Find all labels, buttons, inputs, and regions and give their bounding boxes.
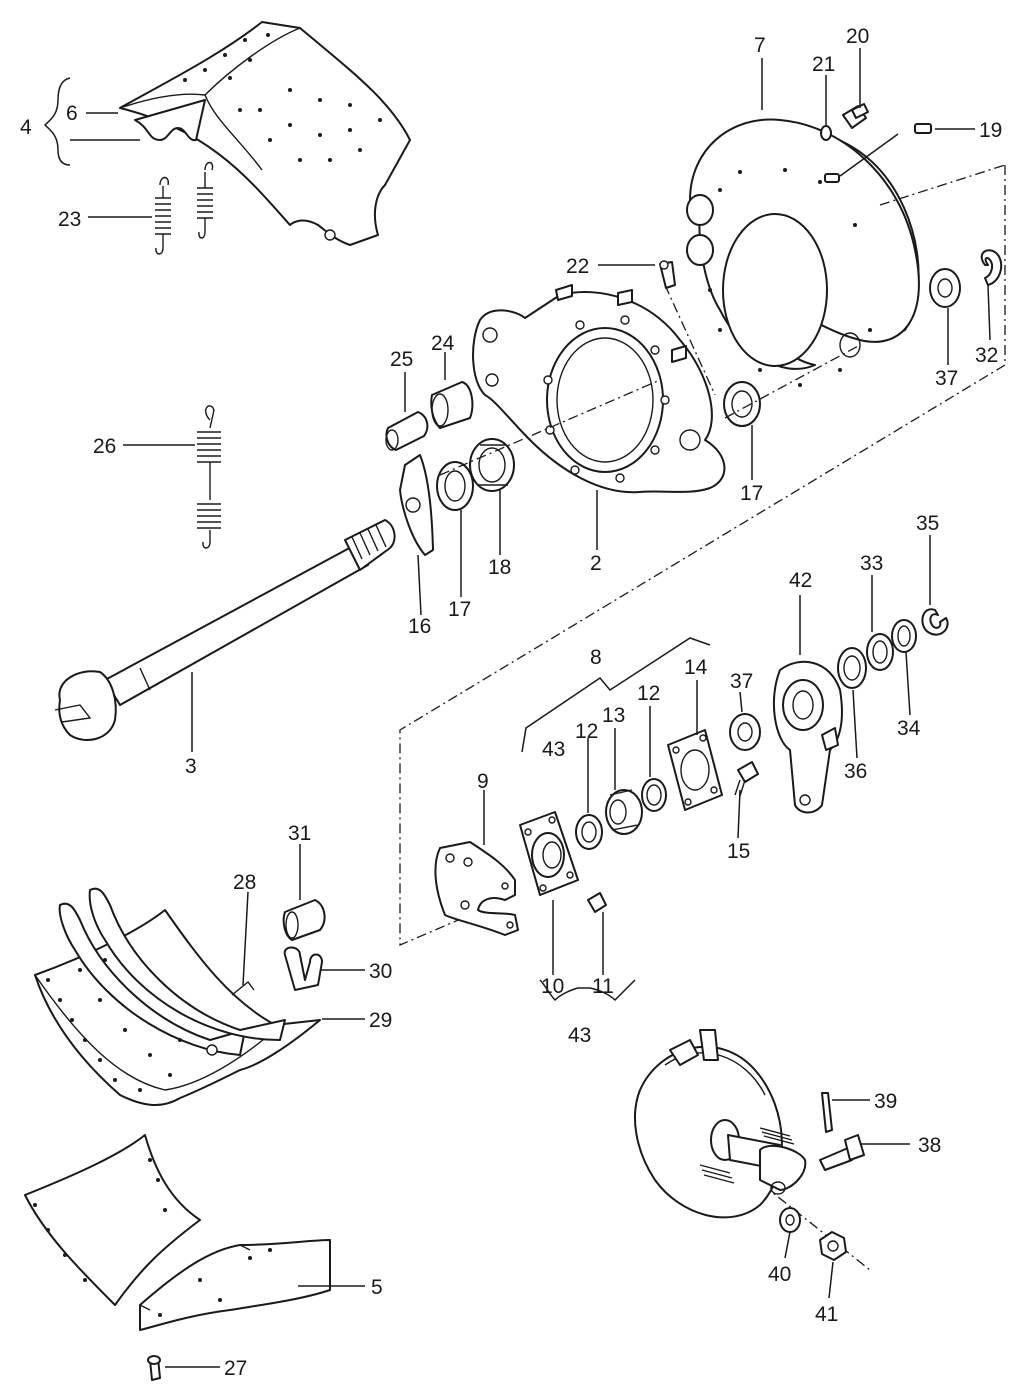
screw-15 <box>734 761 759 797</box>
callout-35: 35 <box>916 512 939 535</box>
callout-26: 26 <box>93 435 116 458</box>
callout-8: 8 <box>590 646 602 669</box>
washer-36 <box>837 647 867 689</box>
housing-10 <box>519 811 579 896</box>
callout-7: 7 <box>754 34 766 57</box>
washer-37-top <box>929 268 961 308</box>
washer-34 <box>891 619 917 653</box>
callout-34: 34 <box>897 717 921 740</box>
callout-3: 3 <box>185 755 197 778</box>
long-spring <box>197 405 221 549</box>
callout-5: 5 <box>371 1276 383 1299</box>
callout-2: 2 <box>590 552 602 575</box>
callout-23: 23 <box>58 208 81 231</box>
callout-37-lower: 37 <box>730 670 753 693</box>
callout-14: 14 <box>684 656 708 679</box>
callout-4: 4 <box>20 116 32 139</box>
washer-33 <box>866 633 894 671</box>
seal-17-left <box>436 461 474 511</box>
leader-lines <box>43 48 991 1368</box>
washer-40 <box>779 1207 801 1233</box>
callout-32: 32 <box>975 344 998 367</box>
gasket-14 <box>667 729 723 811</box>
bushing-18 <box>469 438 515 492</box>
callout-22: 22 <box>566 255 589 278</box>
callout-16: 16 <box>408 615 431 638</box>
callout-27: 27 <box>224 1357 247 1380</box>
callout-24: 24 <box>431 332 455 355</box>
oring-12-right <box>641 778 667 812</box>
callout-36: 36 <box>844 760 867 783</box>
camshaft <box>54 519 396 741</box>
screw-11 <box>587 892 607 913</box>
callout-21: 21 <box>812 53 835 76</box>
slack-adjuster <box>773 660 843 814</box>
callout-17-right: 17 <box>740 482 763 505</box>
dust-shield <box>686 118 920 387</box>
anchor-plate-16 <box>399 454 434 556</box>
nut-41 <box>819 1231 847 1261</box>
callout-37-top: 37 <box>935 367 958 390</box>
callout-18: 18 <box>488 556 511 579</box>
callout-25: 25 <box>390 348 413 371</box>
callout-9: 9 <box>477 770 489 793</box>
grease-fitting-22 <box>659 260 676 289</box>
oring-12-left <box>575 814 603 850</box>
callout-30: 30 <box>369 960 392 983</box>
pin-39 <box>821 1092 833 1133</box>
bolt-38 <box>819 1134 865 1171</box>
seal-17-right <box>723 381 761 427</box>
callout-20: 20 <box>846 25 869 48</box>
callout-29: 29 <box>369 1009 392 1032</box>
callout-41: 41 <box>815 1303 838 1326</box>
callout-10: 10 <box>541 975 564 998</box>
callout-38: 38 <box>918 1134 941 1157</box>
callout-43-top: 43 <box>542 738 565 761</box>
callout-12-left: 12 <box>575 720 598 743</box>
callout-33: 33 <box>860 552 883 575</box>
clip-30 <box>283 946 323 991</box>
callout-19: 19 <box>979 119 1002 142</box>
washer-37-lower <box>729 713 761 751</box>
callout-42: 42 <box>789 569 812 592</box>
bushing-24 <box>430 381 474 429</box>
callout-31: 31 <box>288 822 311 845</box>
circlip-32 <box>980 249 1003 286</box>
brake-chamber <box>634 1029 807 1219</box>
callout-12-right: 12 <box>637 682 660 705</box>
small-springs <box>155 161 214 255</box>
callout-43-bottom: 43 <box>568 1024 591 1047</box>
bracket-9 <box>434 841 519 936</box>
brake-shoe-bottom <box>34 887 321 1106</box>
callout-labels: 4 6 23 26 3 7 20 21 19 22 24 25 16 17 18… <box>20 25 1002 1380</box>
callout-15: 15 <box>727 840 750 863</box>
callout-11: 11 <box>592 975 614 998</box>
washer-21 <box>820 125 832 141</box>
circlip-35 <box>921 608 949 636</box>
bushing-13 <box>605 789 643 835</box>
spring-clip-28 <box>231 980 255 996</box>
plug-19 <box>824 123 932 183</box>
rivet-27 <box>147 1355 161 1381</box>
callout-40: 40 <box>768 1263 791 1286</box>
callout-13: 13 <box>602 704 625 727</box>
callout-6: 6 <box>66 102 78 125</box>
callout-39: 39 <box>874 1090 897 1113</box>
brake-spider <box>472 284 726 494</box>
roller-31 <box>282 899 326 941</box>
brake-lining <box>24 1134 331 1331</box>
callout-17-left: 17 <box>448 598 471 621</box>
bolt-20 <box>842 103 869 129</box>
brake-shoe-top <box>119 21 411 246</box>
callout-28: 28 <box>233 871 256 894</box>
pin-25 <box>385 411 429 451</box>
